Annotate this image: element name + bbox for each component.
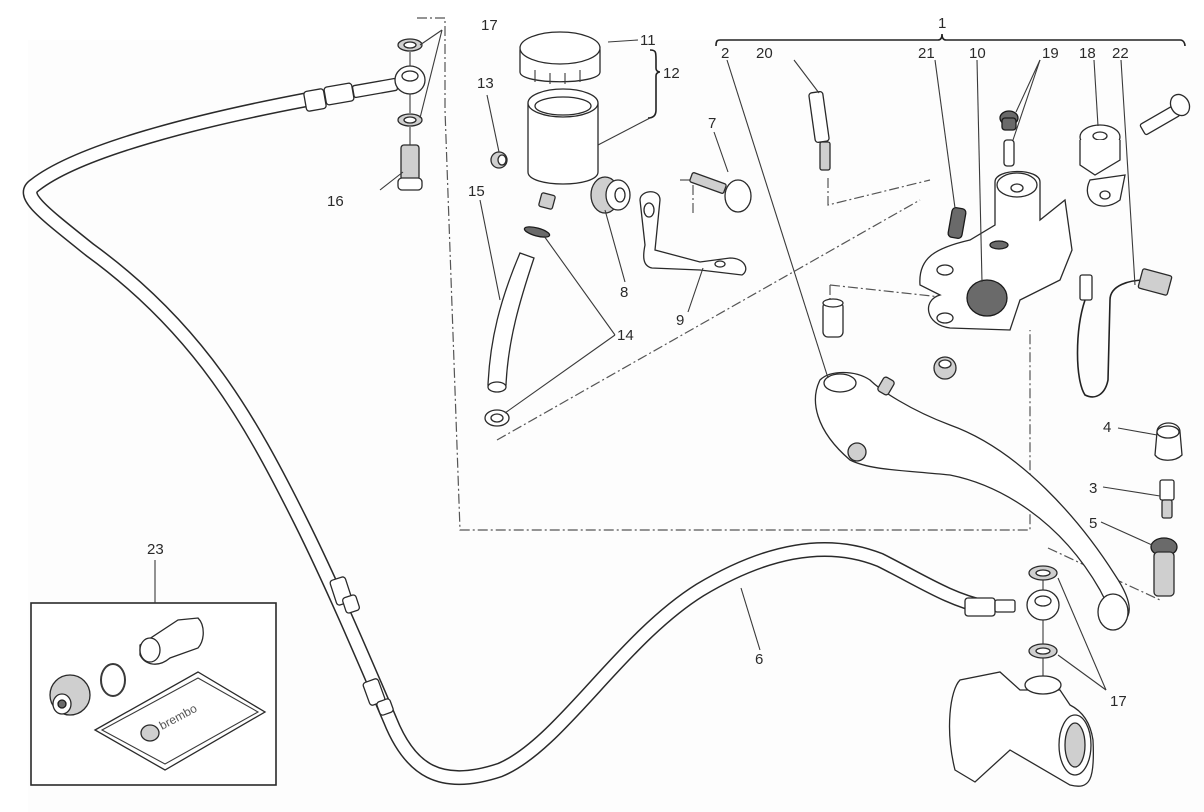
clutch-lever-part-2 — [814, 371, 1130, 631]
callout-14: 14 — [617, 327, 634, 344]
clamp-bolt — [1139, 93, 1191, 136]
bracket-part-9 — [639, 191, 747, 276]
lever-bushing — [822, 298, 844, 338]
callout-9: 9 — [676, 312, 684, 329]
clutch-hose-part-6 — [22, 92, 993, 786]
callout-18: 18 — [1079, 45, 1096, 62]
callout-10: 10 — [969, 45, 986, 62]
callout-17-upper: 17 — [481, 17, 498, 34]
callout-1: 1 — [938, 15, 946, 32]
adjuster-screw-part-3 — [1159, 479, 1175, 519]
assembly-axis-line — [827, 178, 931, 206]
repair-kit-box-part-23 — [30, 560, 277, 786]
bleeder-screw-part-19 — [999, 110, 1019, 167]
callout-3: 3 — [1089, 480, 1097, 497]
callout-13: 13 — [477, 75, 494, 92]
hose-clip-part-14-lower — [484, 409, 510, 427]
callout-16: 16 — [327, 193, 344, 210]
washer-17-lower-bottom — [1028, 643, 1058, 659]
callout-8: 8 — [620, 284, 628, 301]
adjuster-nut-part-5 — [1150, 537, 1178, 597]
callout-20: 20 — [756, 45, 773, 62]
adjuster-cap-part-4 — [1154, 422, 1183, 461]
washer-17-lower-top — [1028, 565, 1058, 581]
callout-22: 22 — [1112, 45, 1129, 62]
bolt-part-7 — [689, 172, 752, 213]
callout-21: 21 — [918, 45, 935, 62]
pivot-screw-part-20 — [808, 91, 831, 171]
master-cylinder-body-part-10 — [919, 170, 1073, 331]
callout-23: 23 — [147, 541, 164, 558]
pivot-nut — [933, 356, 957, 380]
callout-7: 7 — [708, 115, 716, 132]
lower-banjo-fitting — [964, 589, 1060, 621]
callout-12: 12 — [663, 65, 680, 82]
reservoir-cap-part-11 — [519, 31, 601, 84]
assembly-axis-line — [680, 179, 694, 215]
spacer-part-8 — [590, 176, 631, 214]
callout-17-lower: 17 — [1110, 693, 1127, 710]
callout-4: 4 — [1103, 419, 1111, 436]
assembly-axis-line — [496, 199, 921, 441]
banjo-bolt-part-16 — [397, 144, 423, 191]
washer-17-upper-top — [397, 38, 423, 52]
reservoir-body-part-12 — [527, 88, 599, 210]
cap-part-21 — [947, 206, 967, 240]
breather-hose-part-15 — [487, 252, 535, 393]
callout-labels: 1 2 3 4 5 6 7 8 9 10 11 12 13 14 15 16 1… — [147, 15, 1129, 710]
callout-19: 19 — [1042, 45, 1059, 62]
callout-6: 6 — [755, 651, 763, 668]
assembly-axis-line — [829, 284, 951, 299]
callout-11: 11 — [640, 32, 656, 49]
clutch-switch-part-22 — [1076, 268, 1173, 398]
slave-cylinder — [948, 671, 1095, 787]
upper-banjo-fitting — [303, 65, 426, 112]
clamp-part-18 — [1079, 124, 1126, 207]
callout-2: 2 — [721, 45, 729, 62]
callout-15: 15 — [468, 183, 485, 200]
leader-lines — [379, 29, 1186, 691]
grommet-part-13 — [490, 151, 508, 169]
callout-5: 5 — [1089, 515, 1097, 532]
hose-clip-part-14-upper — [523, 226, 551, 238]
washer-17-upper-bottom — [397, 113, 423, 127]
